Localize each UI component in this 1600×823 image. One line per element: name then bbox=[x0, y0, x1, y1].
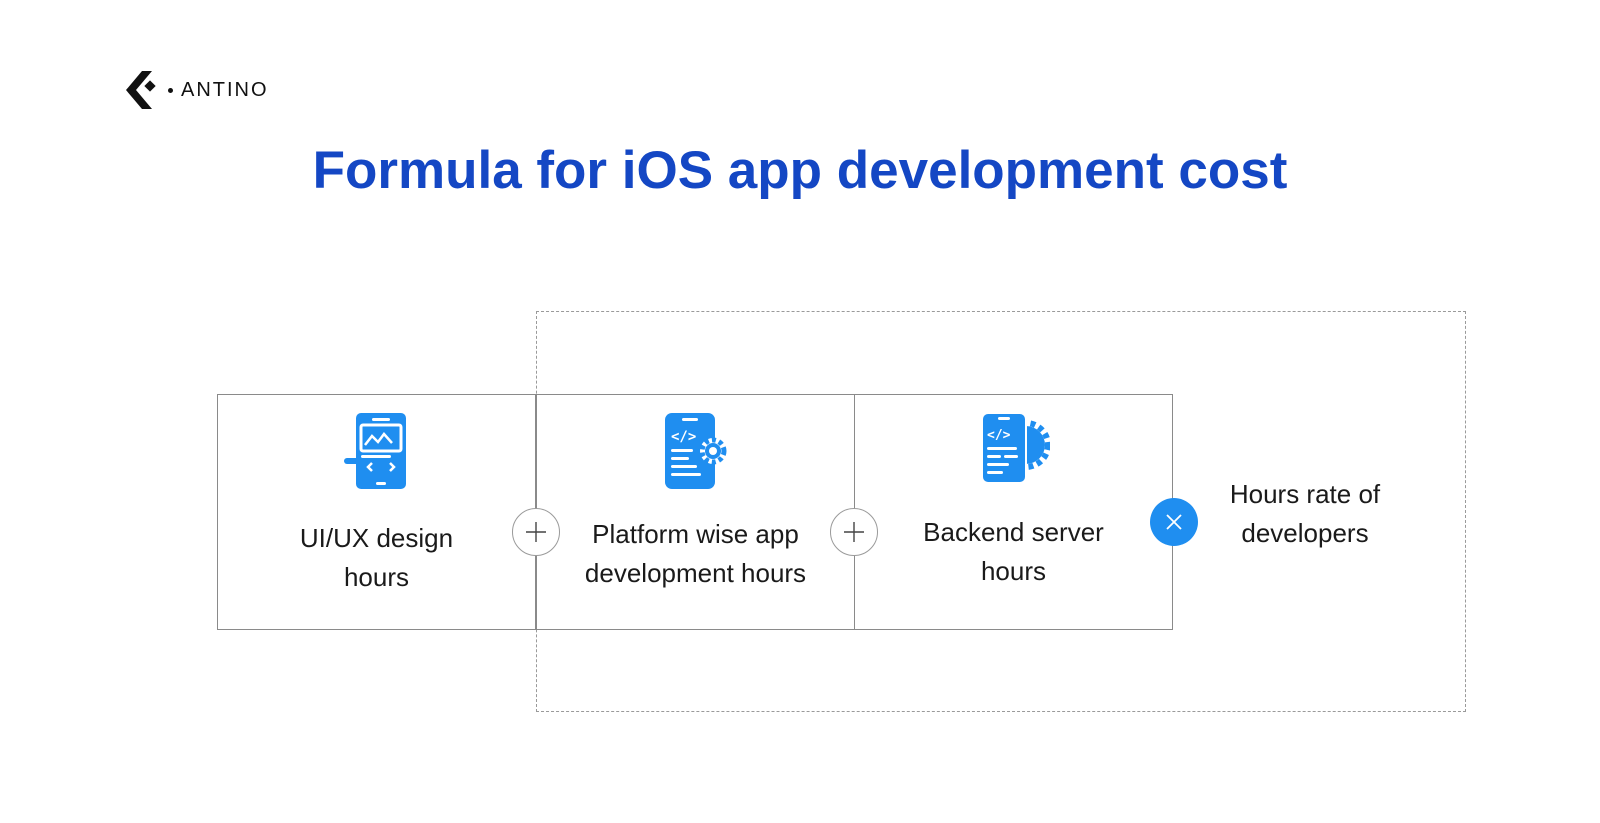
mobile-code-gear-icon: </> bbox=[664, 413, 726, 489]
page-title: Formula for iOS app development cost bbox=[312, 141, 1288, 200]
multiply-operator bbox=[1150, 498, 1198, 546]
plus-icon bbox=[526, 522, 546, 542]
svg-text:</>: </> bbox=[671, 429, 696, 445]
term-label-line1: UI/UX design bbox=[299, 523, 454, 553]
plus-operator-2 bbox=[830, 508, 878, 556]
term-label-line2: hours bbox=[343, 562, 410, 592]
term-label-line1: Backend server bbox=[923, 517, 1104, 547]
term-platform-development: </> Platform wise app development hours bbox=[536, 394, 855, 630]
term-uiux-design: UI/UX design hours bbox=[217, 394, 536, 630]
term-label-line2: development hours bbox=[584, 558, 807, 588]
term-label-line1: Platform wise app bbox=[592, 519, 799, 549]
brand-logo: ANTINO bbox=[124, 70, 269, 110]
plus-icon bbox=[844, 522, 864, 542]
plus-operator-1 bbox=[512, 508, 560, 556]
server-code-gear-icon: </> bbox=[980, 412, 1050, 484]
multiplier-hours-rate: Hours rate of developers bbox=[1200, 475, 1410, 553]
multiplier-label-line2: developers bbox=[1241, 518, 1369, 548]
multiplier-label-line1: Hours rate of bbox=[1229, 479, 1381, 509]
term-backend-server: </> Backend server hours bbox=[854, 394, 1173, 630]
brand-name: ANTINO bbox=[181, 78, 269, 101]
antino-logo-icon bbox=[126, 71, 156, 109]
svg-text:</>: </> bbox=[987, 428, 1011, 443]
multiply-icon bbox=[1166, 514, 1182, 530]
term-label-line2: hours bbox=[980, 556, 1047, 586]
mobile-design-icon bbox=[343, 413, 406, 489]
logo-separator-dot bbox=[168, 87, 173, 93]
